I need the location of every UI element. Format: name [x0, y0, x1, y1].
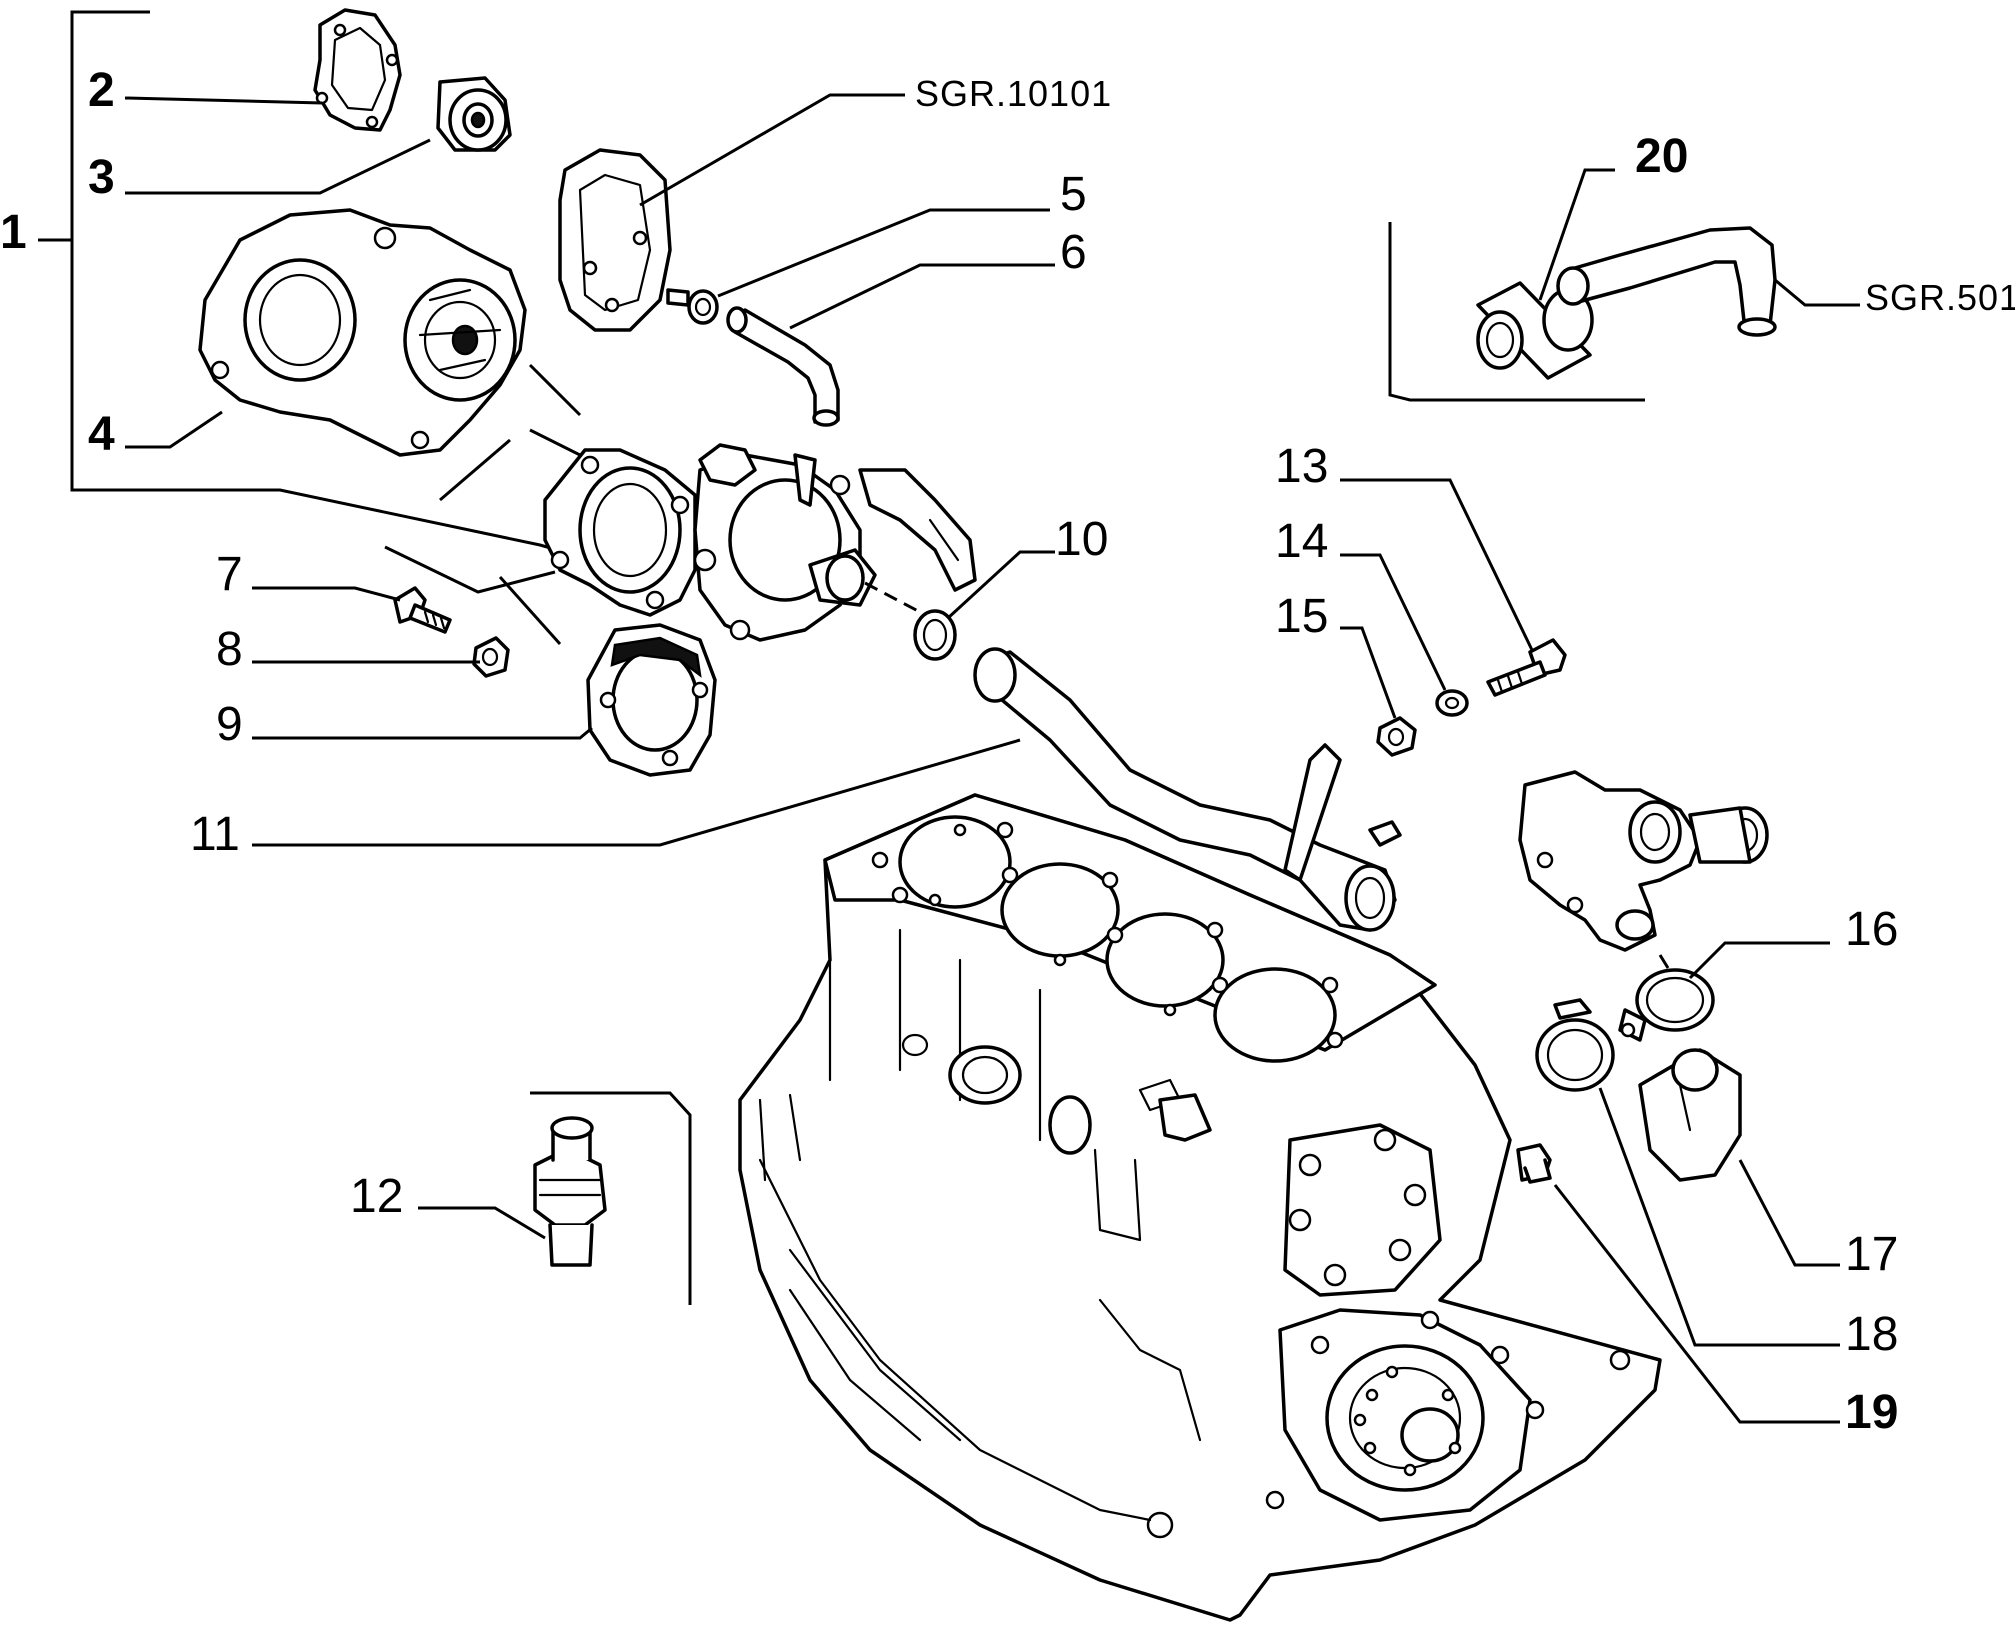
part-20-fitting [1476, 168, 1615, 380]
cover-sgr10101 [558, 93, 905, 332]
group-1-bracket [38, 10, 576, 646]
callout-5: 5 [1060, 168, 1087, 221]
part-6-tube [726, 263, 1055, 427]
callout-1: 1 [0, 206, 27, 259]
part-3-hub [125, 76, 512, 195]
callout-16: 16 [1845, 903, 1898, 956]
part-2-gasket [124, 8, 402, 132]
part-19-plug [1516, 1143, 1840, 1424]
callout-9: 9 [216, 698, 243, 751]
part-17-hose [1638, 1048, 1840, 1267]
hose-sgr50101 [1556, 226, 1860, 337]
part-12-sensor [418, 1091, 692, 1305]
engine-block [738, 793, 1662, 1622]
thermostat-housing [1518, 770, 1769, 969]
callout-4: 4 [88, 408, 115, 461]
callout-15: 15 [1275, 590, 1328, 643]
callout-2: 2 [88, 64, 115, 117]
callout-17: 17 [1845, 1228, 1898, 1281]
ref-sgr50101: SGR.50101 [1865, 277, 2015, 318]
callout-20: 20 [1635, 130, 1688, 183]
part-18-clamp [1535, 998, 1840, 1347]
callout-19: 19 [1845, 1386, 1898, 1439]
part-11-pipe [252, 647, 1402, 932]
callout-13: 13 [1275, 440, 1328, 493]
callout-12: 12 [350, 1170, 403, 1223]
part-9-gasket [252, 623, 717, 777]
callout-labels: 1 2 3 4 5 6 7 8 9 10 11 12 13 14 15 16 1… [0, 64, 2015, 1439]
pump-body [543, 443, 977, 642]
callout-6: 6 [1060, 226, 1087, 279]
callout-3: 3 [88, 151, 115, 204]
part-10-oring [913, 550, 1055, 661]
part-7-bolt [252, 586, 452, 634]
callout-10: 10 [1055, 513, 1108, 566]
part-13-bolt [1340, 478, 1567, 697]
part-15-nut [1340, 626, 1417, 757]
pump-bracket-lines [439, 363, 936, 622]
callout-7: 7 [216, 548, 243, 601]
callout-11: 11 [190, 808, 240, 861]
part-20-group [1388, 168, 1860, 402]
ref-sgr10101: SGR.10101 [915, 73, 1112, 114]
callout-14: 14 [1275, 515, 1328, 568]
part-4-pump-housing [125, 208, 527, 457]
callout-8: 8 [216, 623, 243, 676]
part-14-washer [1340, 553, 1469, 717]
part-16-clamp [1618, 941, 1830, 1042]
head-bolt-holes [871, 821, 1344, 1049]
part-8-nut [252, 636, 510, 678]
part-5-nut [687, 208, 1050, 325]
callout-18: 18 [1845, 1308, 1898, 1361]
